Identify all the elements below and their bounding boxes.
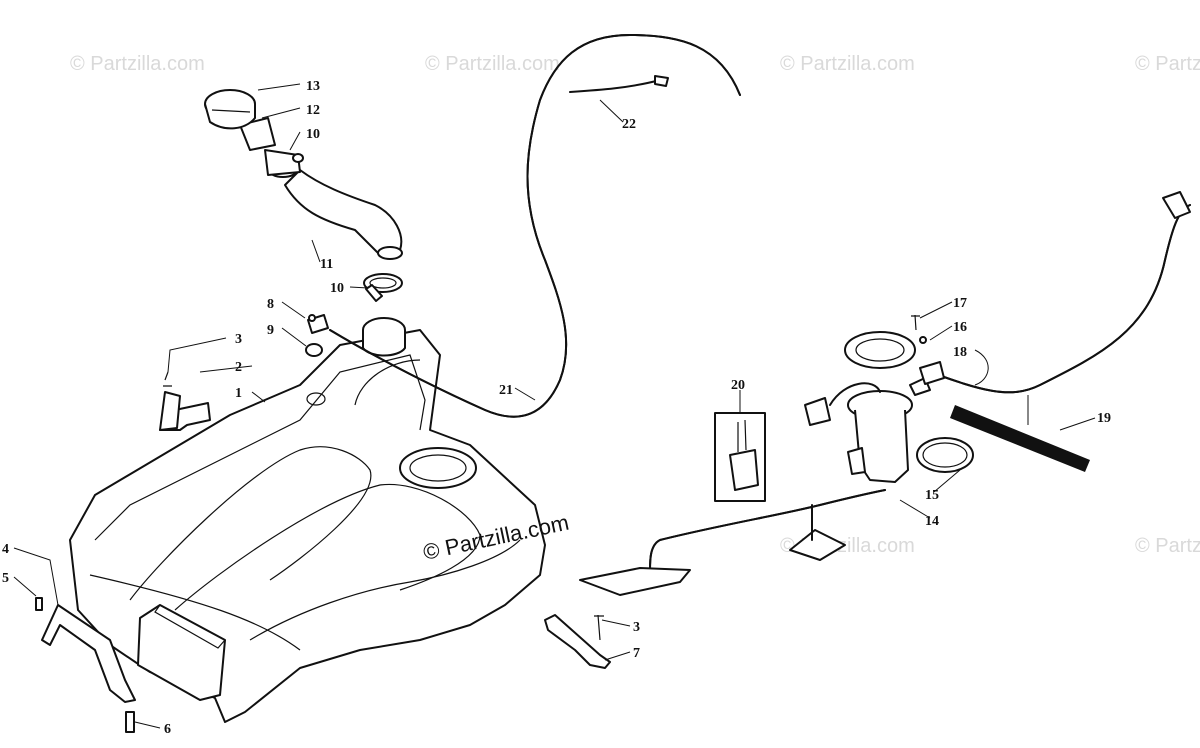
leader-lines [13, 83, 1096, 729]
filler-neck-assembly [204, 89, 403, 302]
callout-17: 17 [953, 296, 967, 311]
fuel-line [919, 191, 1191, 472]
callout-16: 16 [953, 320, 967, 335]
callout-10-upper: 10 [306, 127, 320, 142]
vent-hose [329, 34, 741, 418]
callout-18: 18 [953, 345, 967, 360]
watermark: © Partzilla.com [70, 53, 205, 75]
callout-20: 20 [731, 378, 745, 393]
callout-12: 12 [306, 103, 320, 118]
callout-6: 6 [164, 722, 171, 737]
callout-labels: 13 12 10 11 10 8 9 3 2 1 4 5 6 3 7 21 22… [2, 79, 1111, 737]
callout-7: 7 [633, 646, 640, 661]
watermarks: © Partzilla.com © Partzilla.com © Partzi… [70, 53, 1200, 557]
vent-valve [305, 314, 329, 357]
callout-3-upper: 3 [235, 332, 242, 347]
callout-19: 19 [1097, 411, 1111, 426]
callout-4: 4 [2, 542, 9, 557]
watermark: © Partzilla.com [1135, 535, 1200, 557]
callout-3-lower: 3 [633, 620, 640, 635]
callout-10-lower: 10 [330, 281, 344, 296]
watermark: © Partzilla.com [780, 53, 915, 75]
callout-14: 14 [925, 514, 939, 529]
fuel-tank [69, 317, 546, 723]
callout-21: 21 [499, 383, 513, 398]
watermark: © Partzilla.com [1135, 53, 1200, 75]
callout-2: 2 [235, 360, 242, 375]
callout-1: 1 [235, 386, 242, 401]
callout-8: 8 [267, 297, 274, 312]
callout-15: 15 [925, 488, 939, 503]
callout-22: 22 [622, 117, 636, 132]
callout-5: 5 [2, 571, 9, 586]
callout-9: 9 [267, 323, 274, 338]
callout-11: 11 [320, 257, 333, 272]
fuel-sender [714, 412, 766, 502]
fuel-pump-assembly [579, 314, 974, 596]
watermark: © Partzilla.com [425, 53, 560, 75]
callout-13: 13 [306, 79, 320, 94]
mounting-brackets [35, 371, 611, 733]
